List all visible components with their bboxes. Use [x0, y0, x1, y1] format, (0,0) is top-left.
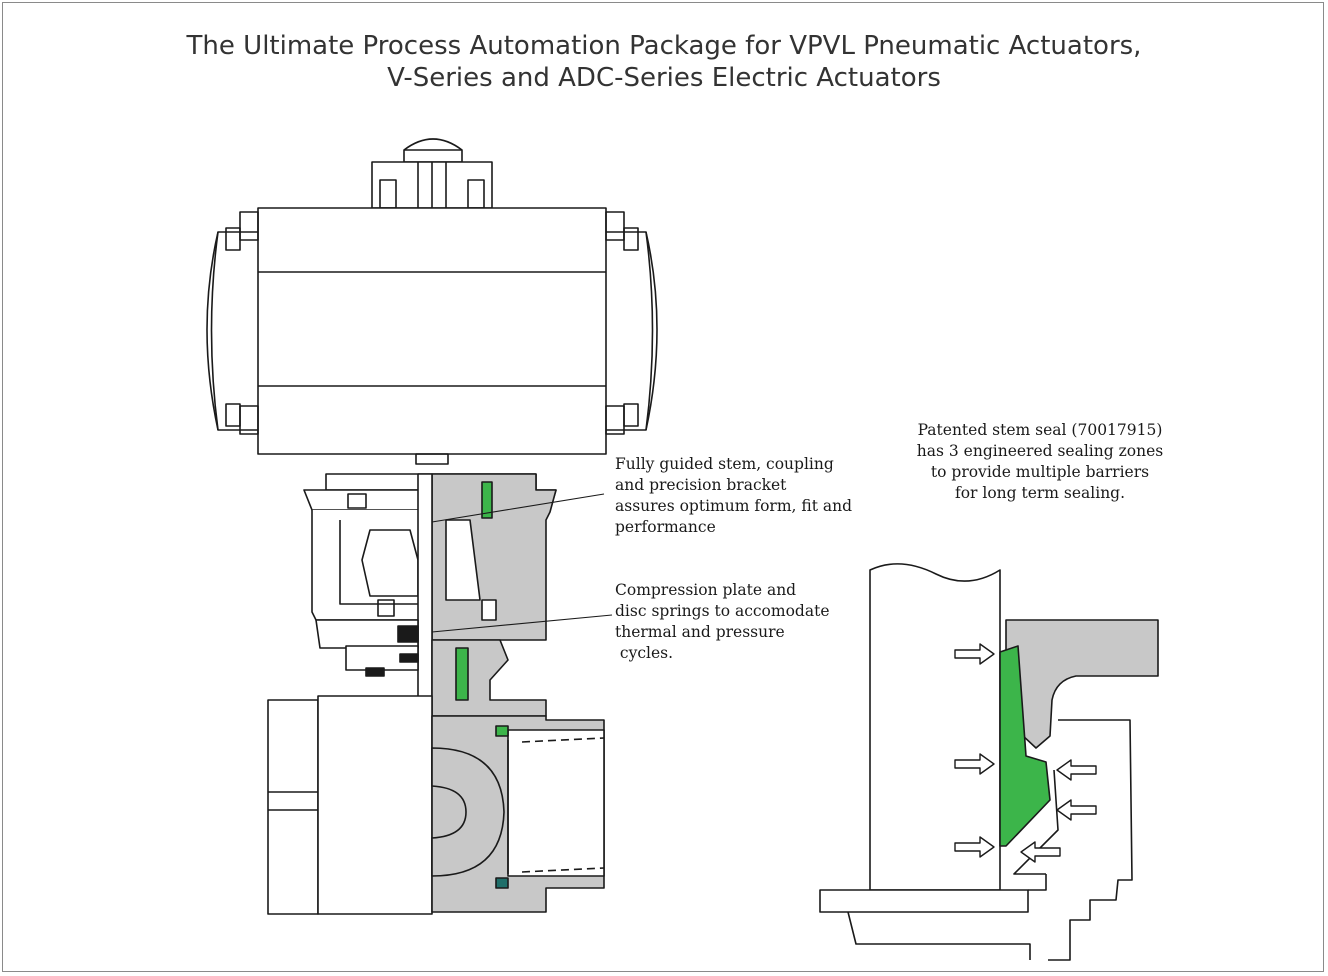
callout-line: Compression plate and	[615, 581, 797, 599]
pressure-arrows	[954, 643, 1097, 863]
arrow-right-icon	[954, 643, 995, 665]
callout-compression-plate: Compression plate and disc springs to ac…	[615, 580, 830, 664]
arrow-right-icon	[954, 753, 995, 775]
callout-stem-guide: Fully guided stem, coupling and precisio…	[615, 454, 852, 538]
leader-compression	[431, 614, 613, 633]
callout-line: has 3 engineered sealing zones	[916, 442, 1164, 460]
title-line-1: The Ultimate Process Automation Package …	[186, 31, 1142, 61]
valve-body	[267, 695, 605, 915]
arrow-left-icon	[1056, 799, 1097, 821]
actuator-body	[206, 207, 658, 465]
seal-detail	[819, 563, 1159, 961]
callout-line: performance	[615, 518, 716, 536]
callout-line: for long term sealing.	[954, 484, 1126, 502]
callout-line: and precision bracket	[615, 476, 787, 494]
leader-stem-guide	[431, 493, 605, 523]
title-line-2: V-Series and ADC-Series Electric Actuato…	[387, 63, 941, 93]
arrow-left-icon	[1020, 841, 1061, 863]
figure-title: The Ultimate Process Automation Package …	[0, 30, 1328, 94]
mounting-bracket	[303, 473, 557, 641]
compression-plate	[315, 619, 547, 717]
callout-line: assures optimum form, fit and	[615, 497, 853, 515]
leader-lines	[431, 493, 613, 633]
callout-stem-seal: Patented stem seal (70017915) has 3 engi…	[870, 420, 1210, 504]
arrow-left-icon	[1056, 759, 1097, 781]
callout-line: to provide multiple barriers	[930, 463, 1150, 481]
arrow-right-icon	[954, 836, 995, 858]
callout-line: Patented stem seal (70017915)	[917, 421, 1163, 439]
callout-line: thermal and pressure	[615, 623, 785, 641]
callout-line: Fully guided stem, coupling	[615, 455, 834, 473]
actuator-indicator	[371, 138, 493, 209]
callout-line: cycles.	[615, 644, 674, 662]
callout-line: disc springs to accomodate	[615, 602, 830, 620]
